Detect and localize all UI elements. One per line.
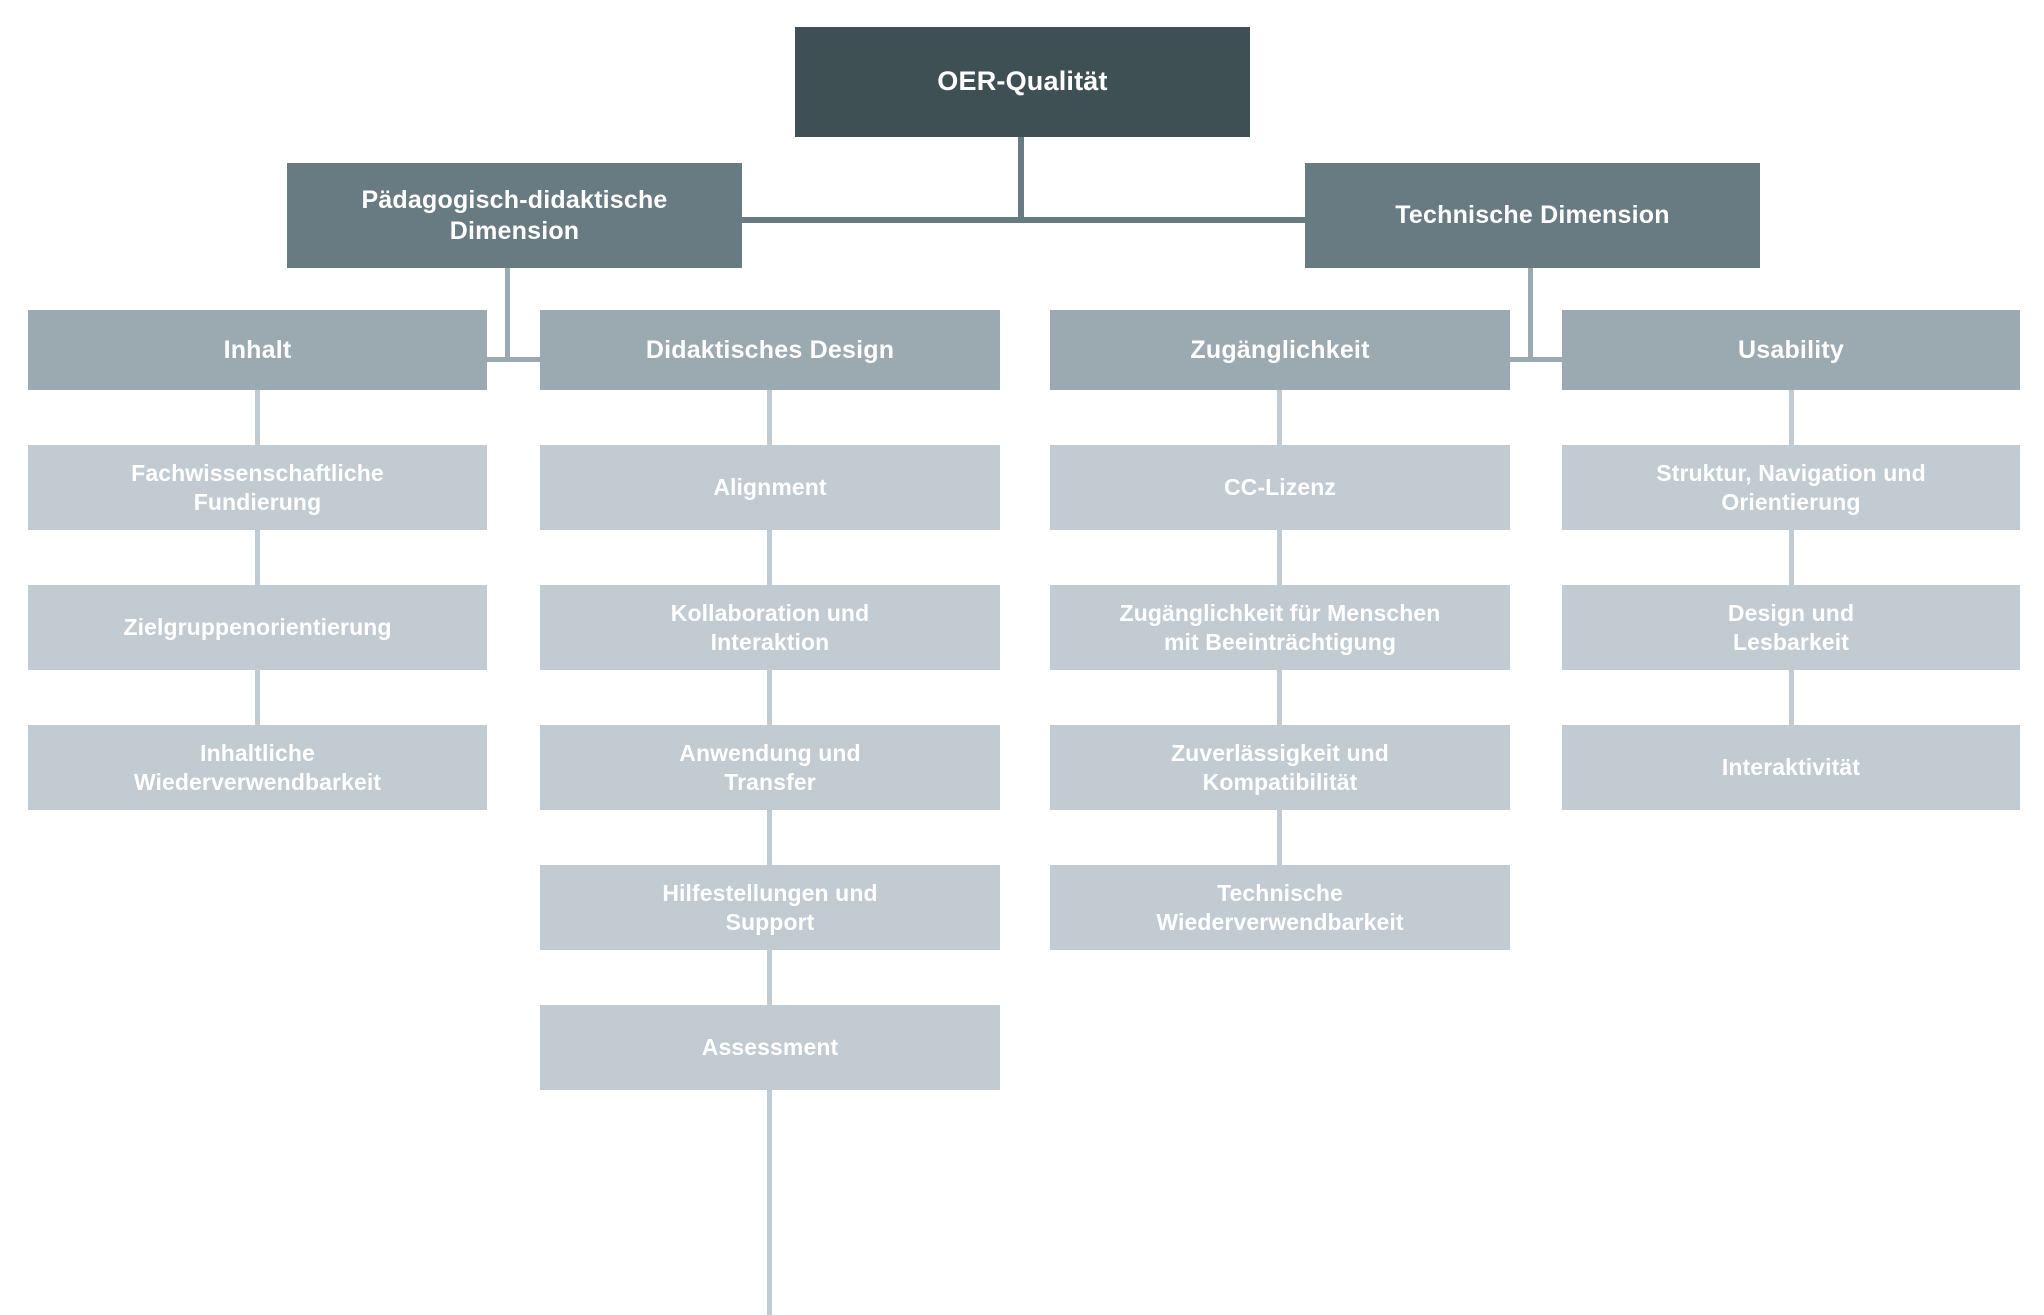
node-criterion-label-line1: Design und xyxy=(1727,599,1855,626)
connector-column-inhalt xyxy=(255,315,260,760)
node-criterion[interactable]: Struktur, Navigation und Orientierung xyxy=(1562,445,2020,530)
node-criterion-label-line2: Transfer xyxy=(724,768,816,795)
node-criterion[interactable]: Hilfestellungen und Support xyxy=(540,865,1000,950)
node-criterion-label-line1: Kollaboration und xyxy=(670,599,870,626)
node-criterion[interactable]: Technische Wiederverwendbarkeit xyxy=(1050,865,1510,950)
node-criterion-label-line2: Interaktion xyxy=(710,628,830,655)
org-chart-diagram: OER-Qualität Pädagogisch-didaktische Dim… xyxy=(28,27,2020,1315)
node-criterion-label-line1: Technische xyxy=(1217,879,1343,906)
node-dimension-paedagogisch-didaktische[interactable]: Pädagogisch-didaktische Dimension xyxy=(287,163,742,268)
node-criterion-label-line1: Anwendung und xyxy=(679,739,861,766)
node-criterion[interactable]: Interaktivität xyxy=(1562,725,2020,810)
node-criterion[interactable]: CC-Lizenz xyxy=(1050,445,1510,530)
node-criterion-label-line1: Zuverlässigkeit und xyxy=(1171,739,1389,766)
node-criterion-label-line1: Zielgruppenorientierung xyxy=(123,614,392,641)
node-dimension-label-line2: Dimension xyxy=(449,216,580,245)
node-criterion-label-line2: Support xyxy=(725,908,815,935)
node-criterion-label-line2: Lesbarkeit xyxy=(1732,628,1850,655)
connector-column-usability xyxy=(1789,315,1794,760)
node-criterion[interactable]: Zuverlässigkeit und Kompatibilität xyxy=(1050,725,1510,810)
node-dimension-label-line1: Technische Dimension xyxy=(1395,201,1670,229)
node-criterion-label-line1: CC-Lizenz xyxy=(1223,474,1337,501)
node-criterion-label-line2: Fundierung xyxy=(193,488,322,515)
node-category-label: Didaktisches Design xyxy=(645,335,895,364)
node-dimension-technische[interactable]: Technische Dimension xyxy=(1305,163,1760,268)
node-criterion-label-line1: Hilfestellungen und xyxy=(662,879,878,906)
node-criterion[interactable]: Zugänglichkeit für Menschen mit Beeinträ… xyxy=(1050,585,1510,670)
node-criterion-label-line2: Wiederverwendbarkeit xyxy=(1156,908,1404,935)
node-root-label: OER-Qualität xyxy=(937,66,1108,97)
connector-left-dimension-stem xyxy=(505,267,510,362)
node-criterion-label-line1: Struktur, Navigation und xyxy=(1656,459,1926,486)
node-category-inhalt[interactable]: Inhalt xyxy=(28,310,487,390)
node-criterion[interactable]: Zielgruppenorientierung xyxy=(28,585,487,670)
node-criterion[interactable]: Inhaltliche Wiederverwendbarkeit xyxy=(28,725,487,810)
node-criterion-label-line1: Alignment xyxy=(713,474,827,501)
node-category-label: Usability xyxy=(1738,335,1844,364)
node-category-zugaenglichkeit[interactable]: Zugänglichkeit xyxy=(1050,310,1510,390)
node-category-label: Zugänglichkeit xyxy=(1190,335,1370,364)
node-dimension-label-line1: Pädagogisch-didaktische xyxy=(361,185,668,214)
node-category-didaktisches-design[interactable]: Didaktisches Design xyxy=(540,310,1000,390)
connector-root-stem xyxy=(1018,136,1024,220)
connector-right-dimension-stem xyxy=(1528,267,1533,362)
node-criterion-label-line2: mit Beeinträchtigung xyxy=(1163,628,1396,655)
node-criterion-label-line2: Wiederverwendbarkeit xyxy=(133,768,382,795)
node-category-usability[interactable]: Usability xyxy=(1562,310,2020,390)
node-category-label: Inhalt xyxy=(223,335,292,364)
node-criterion[interactable]: Design und Lesbarkeit xyxy=(1562,585,2020,670)
connector-left-category-bar xyxy=(487,357,545,362)
connector-right-category-bar xyxy=(1510,357,1567,362)
node-criterion[interactable]: Fachwissenschaftliche Fundierung xyxy=(28,445,487,530)
node-criterion-label-line2: Kompatibilität xyxy=(1202,768,1358,795)
node-criterion[interactable]: Assessment xyxy=(540,1005,1000,1090)
node-criterion[interactable]: Anwendung und Transfer xyxy=(540,725,1000,810)
node-criterion-label-line1: Zugänglichkeit für Menschen xyxy=(1119,599,1441,626)
node-criterion-label-line1: Fachwissenschaftliche xyxy=(131,459,384,486)
node-criterion-label-line1: Inhaltliche xyxy=(200,739,315,766)
node-criterion-label-line2: Orientierung xyxy=(1721,488,1861,515)
node-criterion[interactable]: Alignment xyxy=(540,445,1000,530)
node-criterion-label-line1: Interaktivität xyxy=(1721,754,1861,781)
node-criterion[interactable]: Kollaboration und Interaktion xyxy=(540,585,1000,670)
node-criterion-label-line1: Assessment xyxy=(701,1034,839,1061)
connector-dimension-bar xyxy=(736,217,1308,223)
node-root-oer-qualitaet[interactable]: OER-Qualität xyxy=(795,27,1250,137)
connector-column-didaktisches-design xyxy=(767,315,772,1315)
